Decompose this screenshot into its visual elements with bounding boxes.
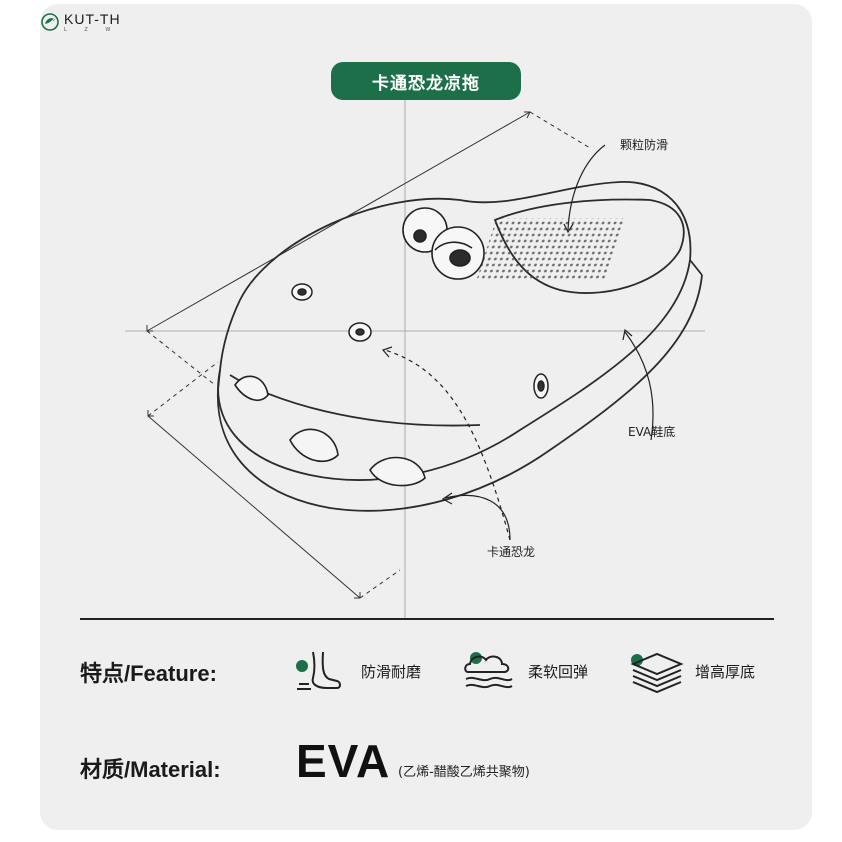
feature-item-thick-sole: 增高厚底 (627, 648, 755, 694)
dimension-line-left (147, 415, 361, 599)
slipper-sketch (125, 100, 705, 620)
brand-name: KUT-TH (64, 11, 121, 27)
extension-line (147, 361, 219, 417)
cloud-cushion-icon (464, 652, 513, 689)
feature-label: 特点/Feature: (80, 661, 217, 686)
anti-slip-dots (476, 218, 627, 280)
material-note: (乙烯-醋酸乙烯共聚物) (398, 765, 530, 780)
feature-label-anti-slip: 防滑耐磨 (361, 662, 422, 681)
material-value: EVA (296, 735, 391, 787)
feature-label-soft: 柔软回弹 (528, 662, 589, 681)
feature-label-thick-sole: 增高厚底 (695, 662, 756, 681)
layers-icon (630, 652, 684, 694)
title-badge: 卡通恐龙凉拖 (331, 62, 521, 100)
callout-arrows (381, 144, 654, 541)
foot-icon (296, 651, 341, 690)
extension-line (359, 569, 401, 599)
dino-eyes (402, 207, 485, 280)
callout-eva-sole: EVA鞋底 (628, 425, 676, 439)
feature-item-soft: 柔软回弹 (460, 648, 588, 694)
callout-cartoon-dino: 卡通恐龙 (487, 545, 536, 559)
brand-logo: KUT-TH L Z W (40, 12, 121, 33)
extension-line (146, 330, 216, 386)
product-card (40, 4, 812, 830)
dino-teeth (234, 375, 426, 487)
vent-holes (291, 283, 549, 399)
extension-line (529, 111, 591, 149)
feature-item-anti-slip: 防滑耐磨 (293, 648, 421, 694)
callout-anti-slip: 颗粒防滑 (620, 138, 669, 152)
section-divider (80, 618, 774, 620)
brand-sub: L Z W (64, 27, 119, 33)
leaf-logo-icon (41, 13, 59, 31)
material-label: 材质/Material: (80, 757, 221, 782)
